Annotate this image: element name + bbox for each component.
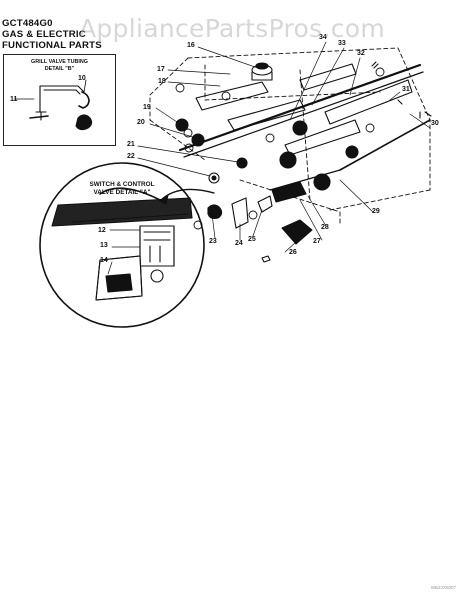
callout-22: 22 (127, 153, 135, 160)
title-line-2: GAS & ELECTRIC (2, 28, 86, 40)
callout-34: 34 (319, 34, 327, 41)
callout-18: 18 (158, 78, 166, 85)
valve-knobs (175, 118, 359, 191)
burner-head-16 (251, 62, 273, 81)
diagram-title: GCT484G0 GAS & ELECTRIC FUNCTIONAL PARTS (2, 18, 102, 51)
grill-valve-tubing-drawing (13, 79, 93, 131)
inset-caption-line-2: DETAIL "B" (44, 65, 75, 72)
title-line-3: FUNCTIONAL PARTS (2, 39, 102, 51)
inset-caption-line-1: GRILL VALVE TUBING (31, 59, 88, 65)
callout-21: 21 (127, 141, 135, 148)
callout-12: 12 (98, 227, 106, 234)
callout-13: 13 (100, 242, 108, 249)
switch-cluster (207, 181, 313, 263)
model-number: GCT484G0 (2, 18, 53, 29)
screws (371, 61, 432, 119)
leader-lines (137, 41, 431, 253)
diagram-code: WB23X5007 (430, 585, 456, 590)
detail-a-caption-line-1: SWITCH & CONTROL (89, 181, 155, 188)
callout-26: 26 (289, 249, 297, 256)
callout-17: 17 (157, 66, 165, 73)
circled-markers (175, 67, 385, 230)
callout-16: 16 (187, 42, 195, 49)
callout-29: 29 (372, 208, 380, 215)
callout-31: 31 (402, 86, 410, 93)
callout-24: 24 (235, 240, 243, 247)
manifold-assembly (178, 63, 431, 191)
callout-28: 28 (321, 224, 329, 231)
callout-19: 19 (143, 104, 151, 111)
switch-control-detail-a (39, 162, 215, 328)
grill-valve-tubing-inset: GRILL VALVE TUBING DETAIL "B" (3, 54, 116, 146)
callout-20: 20 (137, 119, 145, 126)
callout-25: 25 (248, 236, 256, 243)
detail-a-caption: SWITCH & CONTROL VALVE DETAIL "A" (62, 181, 182, 196)
callout-33: 33 (338, 40, 346, 47)
callout-32: 32 (357, 50, 365, 57)
callout-27: 27 (313, 238, 321, 245)
callout-10: 10 (78, 75, 86, 82)
callout-11: 11 (10, 96, 18, 103)
inset-caption: GRILL VALVE TUBING DETAIL "B" (4, 59, 115, 72)
detail-a-caption-line-2: VALVE DETAIL "A" (93, 188, 151, 196)
callout-14: 14 (100, 257, 108, 264)
callout-23: 23 (209, 238, 217, 245)
callout-30: 30 (431, 120, 439, 127)
